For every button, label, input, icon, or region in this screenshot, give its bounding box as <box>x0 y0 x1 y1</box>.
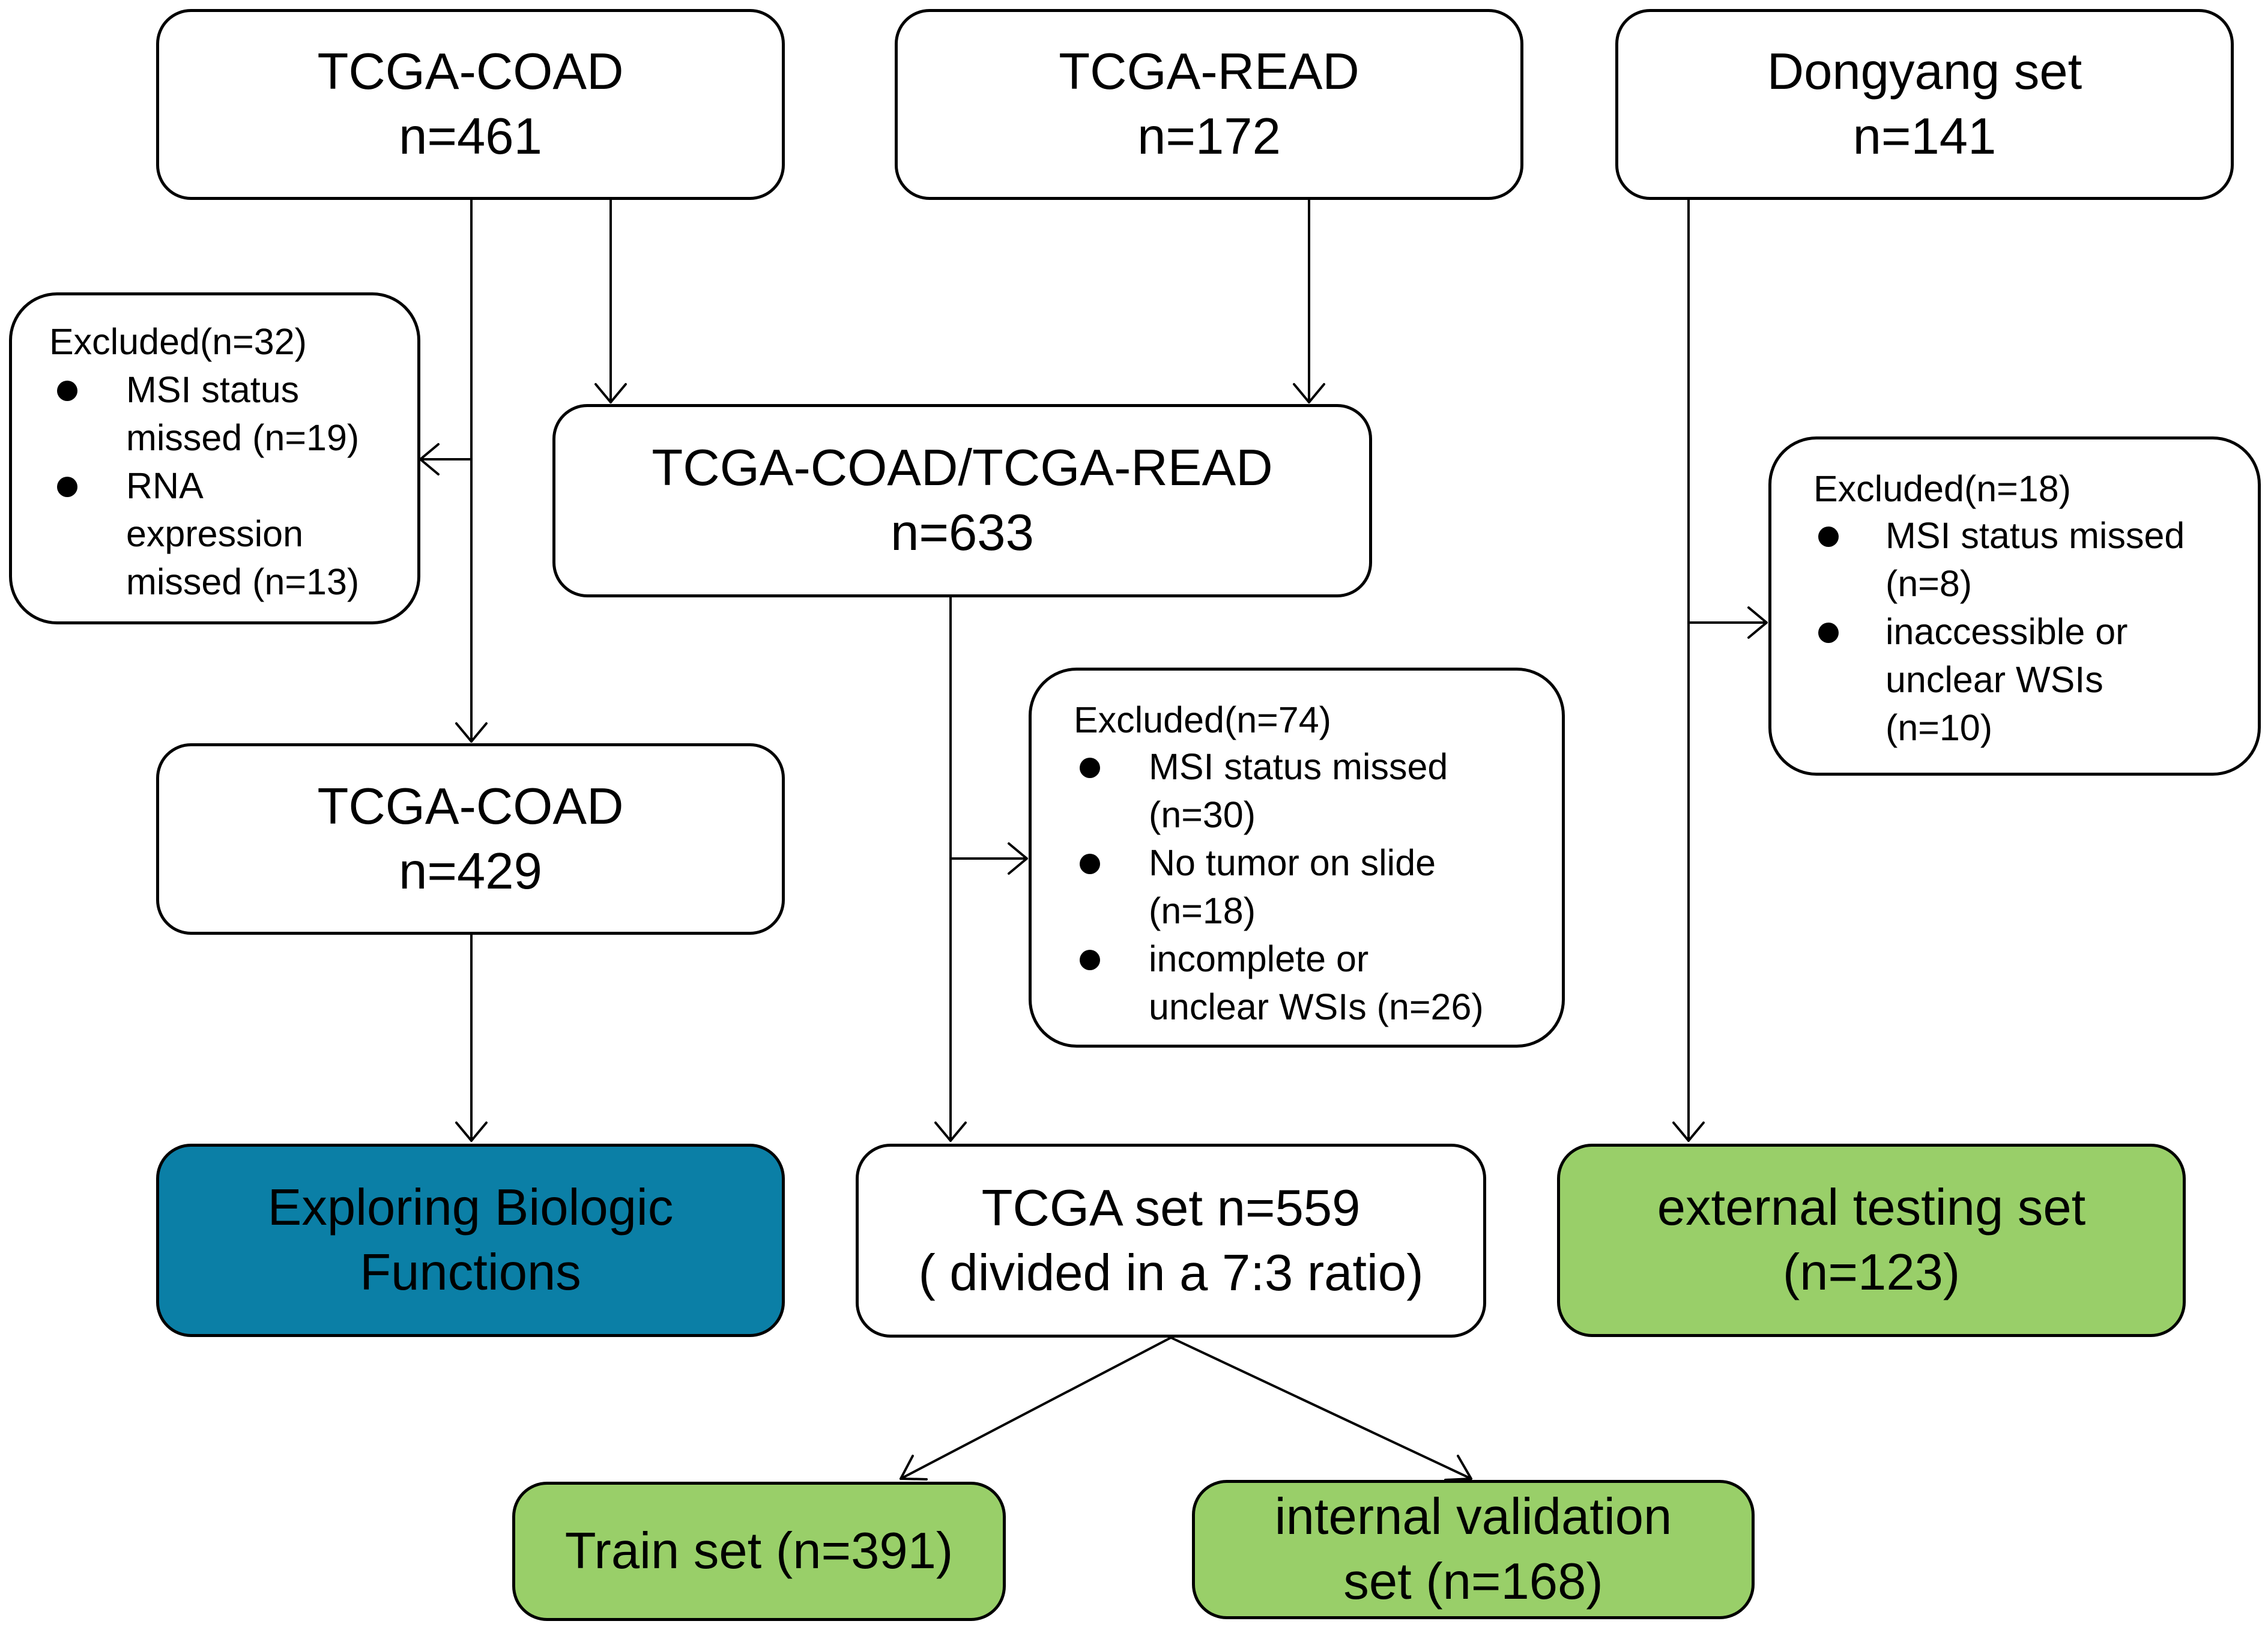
combined-count: n=633 <box>891 504 1034 561</box>
excluded-middle-item-1: MSI status missed (n=30) <box>1149 746 1448 835</box>
excluded-right-header: Excluded(n=18) <box>1813 468 2071 509</box>
dongyang-box: Dongyang set n=141 <box>1615 9 2234 200</box>
train-label: Train set (n=391) <box>564 1523 954 1580</box>
arrowhead-tcga-set <box>934 1121 967 1142</box>
excluded-left-box: Excluded(n=32) MSI status missed (n=19) … <box>9 292 420 624</box>
biologic-functions-box: Exploring Biologic Functions <box>156 1144 785 1337</box>
external-testing-box: external testing set (n=123) <box>1557 1144 2186 1337</box>
excluded-right-item-1: MSI status missed (n=8) <box>1885 515 2185 604</box>
arrowhead-biologic <box>455 1121 488 1142</box>
excluded-middle-header: Excluded(n=74) <box>1074 699 1331 740</box>
external-line2: (n=123) <box>1782 1244 1961 1301</box>
tcga-coad-box: TCGA-COAD n=461 <box>156 9 785 200</box>
bullet-icon <box>1080 758 1100 778</box>
train-set-box: Train set (n=391) <box>512 1482 1006 1621</box>
excluded-left-item-2: RNA expression missed (n=13) <box>126 465 360 602</box>
excluded-left-header: Excluded(n=32) <box>49 321 307 362</box>
tcga-read-count: n=172 <box>1137 108 1281 165</box>
arrowhead-external <box>1672 1121 1705 1142</box>
bullet-icon <box>1818 623 1839 643</box>
arrowhead-combined-right <box>1293 383 1325 403</box>
tcga-read-title: TCGA-READ <box>1059 43 1359 100</box>
arrowhead-excluded-middle <box>1008 842 1028 875</box>
internal-line1: internal validation <box>1274 1488 1672 1545</box>
connector-tcga-set-to-train <box>900 1336 1172 1480</box>
excluded-right-box: Excluded(n=18) MSI status missed (n=8) i… <box>1768 436 2261 776</box>
bullet-icon <box>1080 854 1100 874</box>
excluded-middle-item-3: incomplete or unclear WSIs (n=26) <box>1149 938 1484 1027</box>
arrowhead-internal <box>1444 1455 1472 1481</box>
arrowhead-coad429 <box>455 722 488 743</box>
tcga-set-line1: TCGA set n=559 <box>981 1179 1361 1237</box>
tcga-coad-filtered-count: n=429 <box>399 842 542 900</box>
excluded-middle-box: Excluded(n=74) MSI status missed (n=30) … <box>1029 668 1565 1048</box>
tcga-coad-filtered-box: TCGA-COAD n=429 <box>156 743 785 935</box>
tcga-set-box: TCGA set n=559 ( divided in a 7:3 ratio) <box>856 1144 1486 1338</box>
tcga-coad-title: TCGA-COAD <box>317 43 624 100</box>
arrowhead-combined-left <box>594 383 627 403</box>
internal-validation-box: internal validation set (n=168) <box>1192 1480 1755 1619</box>
tcga-coad-filtered-title: TCGA-COAD <box>317 777 624 835</box>
internal-line2: set (n=168) <box>1343 1553 1603 1610</box>
tcga-read-box: TCGA-READ n=172 <box>895 9 1523 200</box>
bullet-icon <box>1818 527 1839 547</box>
excluded-left-item-1: MSI status missed (n=19) <box>126 369 360 458</box>
dongyang-title: Dongyang set <box>1767 43 2082 100</box>
combined-box: TCGA-COAD/TCGA-READ n=633 <box>552 404 1372 597</box>
excluded-right-item-2: inaccessible or unclear WSIs (n=10) <box>1885 611 2128 748</box>
bullet-icon <box>1080 950 1100 970</box>
arrowhead-train <box>900 1455 928 1481</box>
tcga-set-line2: ( divided in a 7:3 ratio) <box>918 1244 1424 1302</box>
dongyang-count: n=141 <box>1852 108 1997 165</box>
connector-tcga-set-to-internal <box>1170 1336 1472 1480</box>
combined-title: TCGA-COAD/TCGA-READ <box>652 439 1273 497</box>
biologic-line2: Functions <box>360 1244 581 1301</box>
bullet-icon <box>57 381 77 401</box>
biologic-line1: Exploring Biologic <box>267 1179 674 1236</box>
external-line1: external testing set <box>1657 1179 2086 1236</box>
excluded-middle-item-2: No tumor on slide (n=18) <box>1149 842 1436 931</box>
tcga-coad-count: n=461 <box>399 108 542 165</box>
arrowhead-excluded-left <box>419 443 440 475</box>
bullet-icon <box>57 477 77 497</box>
arrowhead-excluded-right <box>1747 606 1768 639</box>
